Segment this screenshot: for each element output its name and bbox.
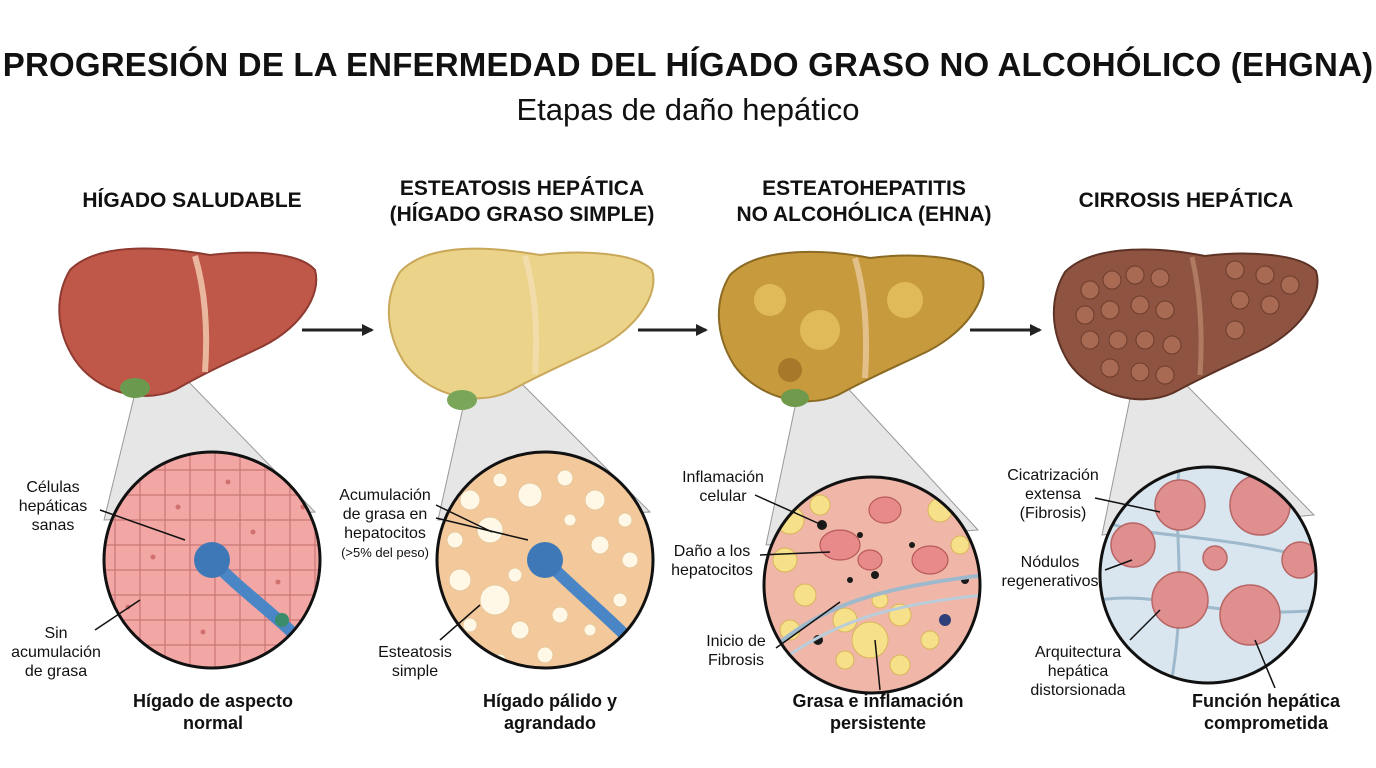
label-line: acumulación: [6, 643, 106, 662]
label-line: Arquitectura: [1018, 643, 1138, 662]
caption-line: comprometida: [1136, 712, 1376, 734]
caption-line: Hígado pálido y: [420, 690, 680, 712]
liver-steatosis: [389, 249, 654, 410]
caption-line: agrandado: [420, 712, 680, 734]
label-line: Fibrosis: [686, 651, 786, 670]
label-hepatocyte-damage: Daño a los hepatocitos: [662, 542, 762, 580]
label-line: Daño a los: [662, 542, 762, 561]
label-line: Inflamación: [668, 468, 778, 487]
label-distorted-architecture: Arquitectura hepática distorsionada: [1018, 643, 1138, 700]
label-line: Cicatrización: [998, 466, 1108, 485]
label-line: hepatocitos: [662, 561, 762, 580]
caption-line: Hígado de aspecto: [83, 690, 343, 712]
label-line: regenerativos: [995, 572, 1105, 591]
label-line: Nódulos: [995, 553, 1105, 572]
label-fat-accumulation: Acumulación de grasa en hepatocitos (>5%…: [330, 486, 440, 562]
label-line: de grasa: [6, 662, 106, 681]
label-note: (>5% del peso): [330, 543, 440, 562]
label-regenerative-nodules: Nódulos regenerativos: [995, 553, 1105, 591]
label-line: hepáticas: [8, 497, 98, 516]
label-line: Sin: [6, 624, 106, 643]
label-line: hepática: [1018, 662, 1138, 681]
label-line: simple: [365, 662, 465, 681]
label-line: extensa: [998, 485, 1108, 504]
label-extensive-scarring: Cicatrización extensa (Fibrosis): [998, 466, 1108, 523]
label-healthy-cells: Células hepáticas sanas: [8, 478, 98, 535]
label-simple-steatosis: Esteatosis simple: [365, 643, 465, 681]
liver-cirrhosis: [1054, 249, 1318, 399]
liver-healthy: [59, 248, 316, 398]
caption-healthy: Hígado de aspecto normal: [83, 690, 343, 734]
label-no-fat: Sin acumulación de grasa: [6, 624, 106, 681]
label-line: Células: [8, 478, 98, 497]
caption-nash: Grasa e inflamación persistente: [748, 690, 1008, 734]
label-cell-inflammation: Inflamación celular: [668, 468, 778, 506]
caption-line: persistente: [748, 712, 1008, 734]
liver-nash: [719, 252, 984, 407]
label-line: Inicio de: [686, 632, 786, 651]
label-line: Esteatosis: [365, 643, 465, 662]
label-line: sanas: [8, 516, 98, 535]
label-line: distorsionada: [1018, 681, 1138, 700]
caption-line: Función hepática: [1136, 690, 1376, 712]
label-fibrosis-onset: Inicio de Fibrosis: [686, 632, 786, 670]
label-line: de grasa en: [330, 505, 440, 524]
label-line: hepatocitos: [330, 524, 440, 543]
caption-line: Grasa e inflamación: [748, 690, 1008, 712]
label-line: celular: [668, 487, 778, 506]
label-line: Acumulación: [330, 486, 440, 505]
caption-line: normal: [83, 712, 343, 734]
label-line: (Fibrosis): [998, 504, 1108, 523]
caption-steatosis: Hígado pálido y agrandado: [420, 690, 680, 734]
caption-cirrhosis: Función hepática comprometida: [1136, 690, 1376, 734]
